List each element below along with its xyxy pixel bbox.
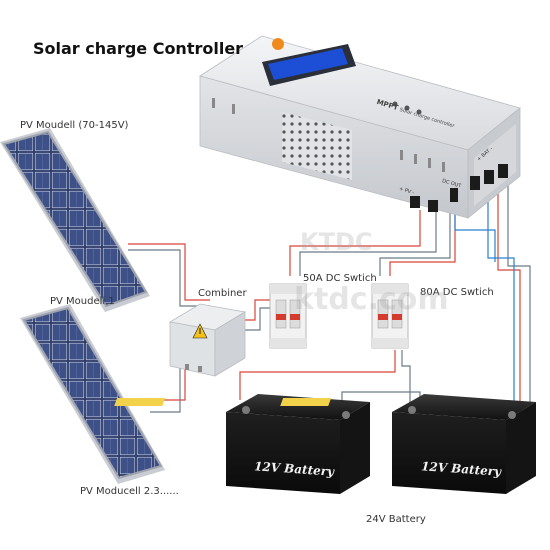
dc-switch-80a	[371, 283, 409, 349]
terminal-left-neg	[342, 411, 350, 419]
vent-side	[474, 124, 516, 206]
wire-switch80-bat-pos	[389, 206, 456, 276]
watermark-top: KTDC	[300, 228, 373, 256]
label-battery-bank: 24V Battery	[366, 514, 426, 525]
label-pv-range: PV Moudell (70-145V)	[20, 120, 129, 131]
lcd-display	[268, 48, 348, 80]
wire-pv1-negative	[128, 249, 210, 307]
battery-right	[280, 394, 536, 494]
solar-panel-2	[20, 304, 165, 484]
wire-combiner-switch50-neg	[240, 307, 275, 331]
wire-pv1-positive	[128, 243, 210, 301]
wire-ctrl-right-pos	[497, 184, 521, 460]
wire-switch80-bat-neg	[379, 206, 451, 276]
terminal-right-neg	[508, 411, 516, 419]
wire-dc-out	[454, 206, 496, 262]
wire-switch80-battery-neg	[401, 350, 411, 410]
brand-logo-icon	[272, 38, 284, 50]
wire-switch50-pv-pos	[289, 210, 421, 276]
terminal-right-pos	[408, 406, 416, 414]
diagram-title: Solar charge Controller	[33, 39, 244, 58]
charge-controller	[199, 35, 521, 219]
terminal-left-pos	[242, 406, 250, 414]
battery-left	[114, 394, 370, 494]
solar-panel-1	[0, 128, 150, 312]
label-switch-80a: 80A DC Swtich	[420, 287, 494, 298]
watermark-bottom: ktdc.com	[294, 282, 449, 317]
dc-switch-50a	[269, 283, 307, 349]
label-pv-module-1: PV Moudell 1	[50, 296, 115, 307]
wire-switch80-battery-pos	[239, 350, 396, 400]
vent-front	[282, 112, 352, 180]
label-pv-module-2: PV Moducell 2.3......	[80, 486, 179, 497]
wire-switch50-pv-neg	[299, 210, 437, 276]
label-combiner: Combiner	[198, 288, 247, 299]
wire-combiner-switch50-pos	[240, 299, 275, 321]
terminal-block	[410, 164, 508, 212]
label-switch-50a: 50A DC Swtich	[303, 273, 377, 284]
combiner-box	[168, 303, 247, 377]
